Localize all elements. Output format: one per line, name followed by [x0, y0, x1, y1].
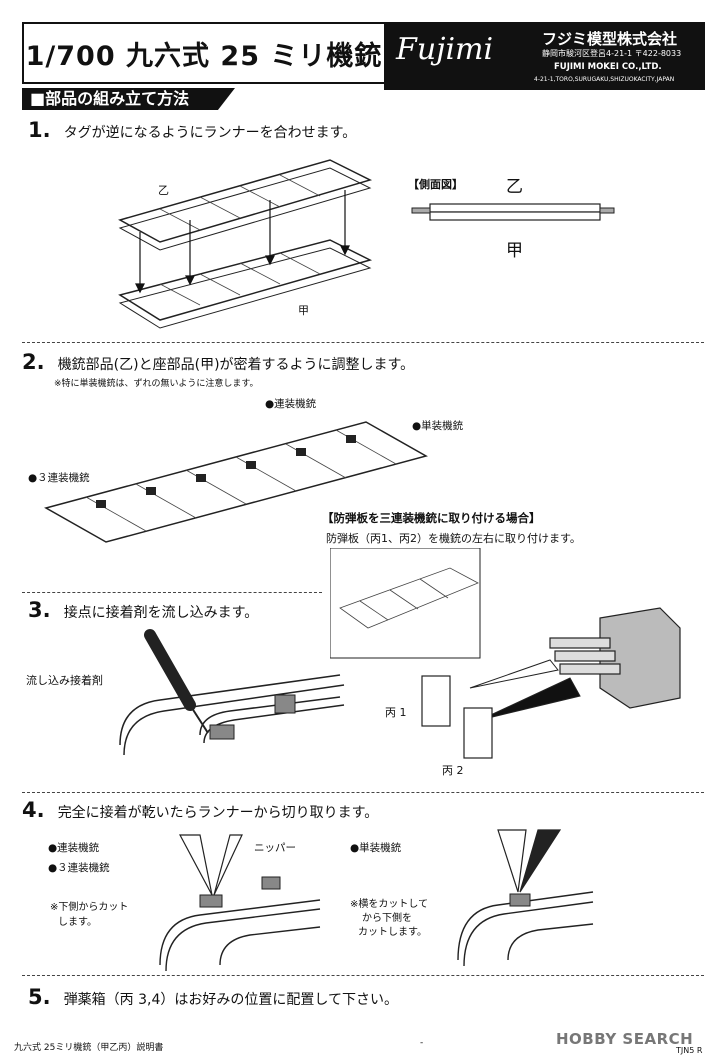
- glue-diagram: [119, 629, 345, 756]
- step2: 2. 機銃部品(乙)と座部品(甲)が密着するように調整します。: [22, 350, 414, 374]
- step1-label-ko: 甲: [298, 304, 309, 317]
- step4-text: 完全に接着が乾いたらランナーから切り取ります。: [57, 805, 379, 821]
- step5-text: 弾薬箱（丙 3,4）はお好みの位置に配置して下さい。: [63, 992, 398, 1008]
- nipper-label: ニッパー: [254, 842, 296, 854]
- step1-text: タグが逆になるようにランナーを合わせます。: [63, 125, 357, 141]
- shield-title: 【防弾板を三連装機銃に取り付ける場合】: [322, 511, 541, 525]
- divider-2: [22, 592, 322, 593]
- glue-label: 流し込み接着剤: [26, 674, 103, 687]
- side-view-label: 【側面図】: [408, 178, 463, 191]
- step1: 1. タグが逆になるようにランナーを合わせます。: [28, 118, 356, 142]
- step4-note-right-1: ※横をカットして: [350, 899, 429, 910]
- step2-text: 機銃部品(乙)と座部品(甲)が密着するように調整します。: [57, 357, 415, 373]
- cut-diagram-right: [457, 829, 594, 967]
- step5: 5. 弾薬箱（丙 3,4）はお好みの位置に配置して下さい。: [28, 985, 398, 1009]
- step4-note-right-2: から下側を: [362, 913, 412, 924]
- label-twin-gun: ●連装機銃: [265, 398, 317, 410]
- label-triple-gun: ●３連装機銃: [28, 472, 90, 484]
- brand-logo: Fujimi: [396, 32, 494, 67]
- cut-diagram-left: [159, 834, 321, 972]
- side-view-ko: 甲: [506, 241, 523, 261]
- company-address-en: 4-21-1,TORO,SURUGAKU,SHIZUOKACITY,JAPAN: [534, 76, 675, 83]
- step4-label-triple: ●３連装機銃: [48, 862, 110, 874]
- step4-note-left-2: します。: [58, 917, 97, 928]
- step4: 4. 完全に接着が乾いたらランナーから切り取ります。: [22, 798, 378, 822]
- divider-1: [22, 342, 704, 343]
- section-heading: ■部品の組み立て方法: [22, 88, 235, 110]
- side-view-otsu: 乙: [506, 177, 523, 197]
- step1-label-otsu: 乙: [158, 184, 169, 197]
- step4-number: 4.: [22, 798, 45, 822]
- divider-4: [22, 975, 704, 976]
- page-title: 1/700 九六式 25 ミリ機銃: [25, 40, 383, 72]
- step2-note: ※特に単装機銃は、ずれの無いように注意します。: [54, 379, 259, 389]
- divider-3: [22, 792, 704, 793]
- footer-right: TJN5 R: [676, 1046, 703, 1055]
- step3: 3. 接点に接着剤を流し込みます。: [28, 598, 258, 622]
- step3-number: 3.: [28, 598, 51, 622]
- step5-number: 5.: [28, 985, 51, 1009]
- runner-diagram-step2: [44, 421, 428, 543]
- step4-label-single: ●単装機銃: [350, 842, 402, 854]
- step3-text: 接点に接着剤を流し込みます。: [63, 605, 259, 621]
- company-name-jp: フジミ模型株式会社: [542, 30, 678, 48]
- part-hei-2: 丙 2: [442, 764, 464, 777]
- part-hei-1: 丙 1: [385, 706, 407, 719]
- brand-block: Fujimi フジミ模型株式会社 静岡市駿河区登呂4-21-1 〒422-803…: [384, 22, 705, 90]
- shield-diagram: [330, 548, 681, 759]
- company-name-en: FUJIMI MOKEI CO.,LTD.: [554, 62, 662, 72]
- side-view-diagram: [411, 203, 615, 221]
- step4-note-left-1: ※下側からカット: [50, 902, 129, 913]
- step2-number: 2.: [22, 350, 45, 374]
- footer-center: -: [420, 1038, 424, 1048]
- step4-note-right-3: カットします。: [358, 927, 427, 938]
- step4-label-twin: ●連装機銃: [48, 842, 100, 854]
- shield-text: 防弾板（丙1、丙2）を機銃の左右に取り付けます。: [326, 532, 581, 545]
- footer-left: 九六式 25ミリ機銃（甲乙丙）説明書: [14, 1043, 164, 1053]
- runner-diagram-step1: [118, 159, 373, 329]
- footer-watermark: HOBBY SEARCH: [556, 1030, 694, 1048]
- page-title-box: 1/700 九六式 25 ミリ機銃: [22, 22, 386, 84]
- company-address-jp: 静岡市駿河区登呂4-21-1 〒422-8033: [542, 49, 682, 58]
- step1-number: 1.: [28, 118, 51, 142]
- label-single-gun: ●単装機銃: [412, 420, 464, 432]
